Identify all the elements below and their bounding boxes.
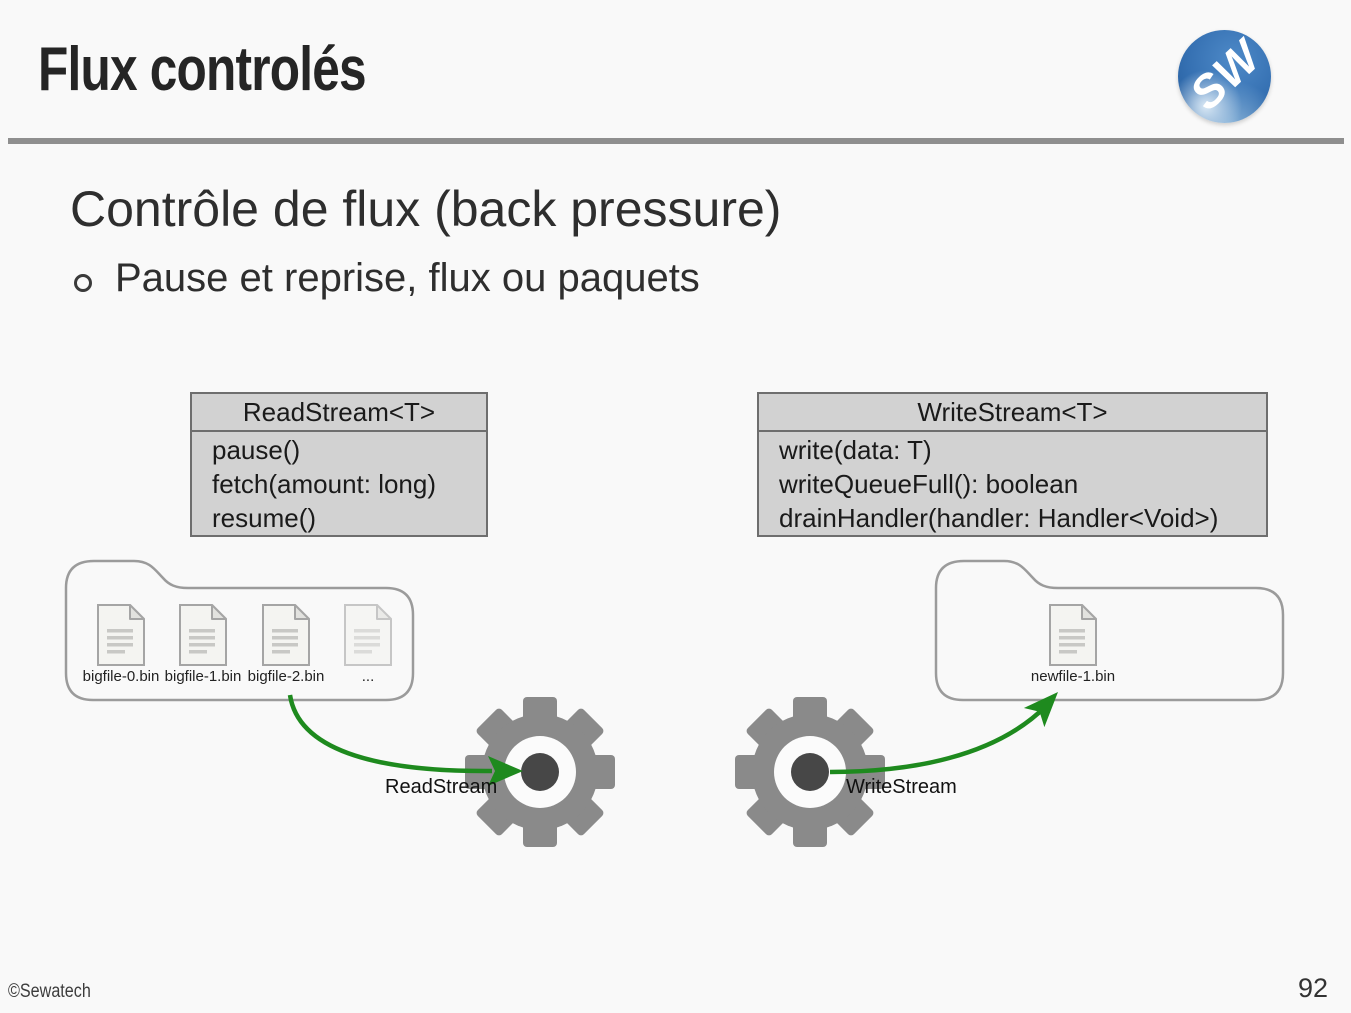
file-label: newfile-1.bin bbox=[1030, 668, 1116, 685]
read-flow-arrow bbox=[287, 694, 523, 786]
source-folder-icon bbox=[64, 559, 415, 702]
uml-class-title: WriteStream<T> bbox=[759, 394, 1266, 432]
uml-class-title: ReadStream<T> bbox=[192, 394, 486, 432]
file-label: ... bbox=[361, 668, 375, 685]
footer-copyright: ©Sewatech bbox=[8, 981, 91, 1002]
destination-folder-icon bbox=[934, 559, 1285, 702]
slide-title: Flux controlés bbox=[38, 35, 367, 104]
bullet-circle-icon bbox=[74, 274, 92, 292]
title-divider bbox=[8, 138, 1344, 144]
section-heading: Contrôle de flux (back pressure) bbox=[70, 181, 782, 237]
uml-class-writestream: WriteStream<T> write(data: T) writeQueue… bbox=[757, 392, 1268, 537]
writestream-gear-label: WriteStream bbox=[846, 776, 957, 798]
file-icons bbox=[97, 604, 1097, 666]
file-label: bigfile-0.bin bbox=[82, 668, 160, 685]
page-number: 92 bbox=[1297, 973, 1328, 1003]
uml-method: write(data: T) bbox=[779, 435, 932, 465]
file-icon bbox=[1049, 604, 1097, 666]
file-label: bigfile-2.bin bbox=[247, 668, 325, 685]
write-flow-arrow bbox=[829, 692, 1058, 775]
uml-method-list: write(data: T) writeQueueFull(): boolean… bbox=[759, 432, 1266, 535]
uml-method: writeQueueFull(): boolean bbox=[779, 469, 1079, 499]
file-icon bbox=[344, 604, 392, 666]
uml-class-readstream: ReadStream<T> pause() fetch(amount: long… bbox=[190, 392, 488, 537]
file-icon bbox=[179, 604, 227, 666]
bullet-text: Pause et reprise, flux ou paquets bbox=[115, 256, 700, 300]
uml-method: resume() bbox=[212, 503, 317, 533]
sewatech-logo-icon: SW bbox=[1178, 29, 1271, 123]
uml-method: fetch(amount: long) bbox=[212, 469, 437, 499]
readstream-gear-icon bbox=[465, 697, 615, 847]
writestream-gear-icon bbox=[735, 697, 885, 847]
file-icon bbox=[262, 604, 310, 666]
bullet-item: Pause et reprise, flux ou paquets bbox=[74, 256, 700, 301]
uml-method: drainHandler(handler: Handler<Void>) bbox=[779, 503, 1219, 533]
readstream-gear-label: ReadStream bbox=[385, 776, 498, 798]
file-label: bigfile-1.bin bbox=[164, 668, 242, 685]
file-icon bbox=[97, 604, 145, 666]
uml-method: pause() bbox=[212, 435, 301, 465]
uml-method-list: pause() fetch(amount: long) resume() bbox=[192, 432, 486, 535]
